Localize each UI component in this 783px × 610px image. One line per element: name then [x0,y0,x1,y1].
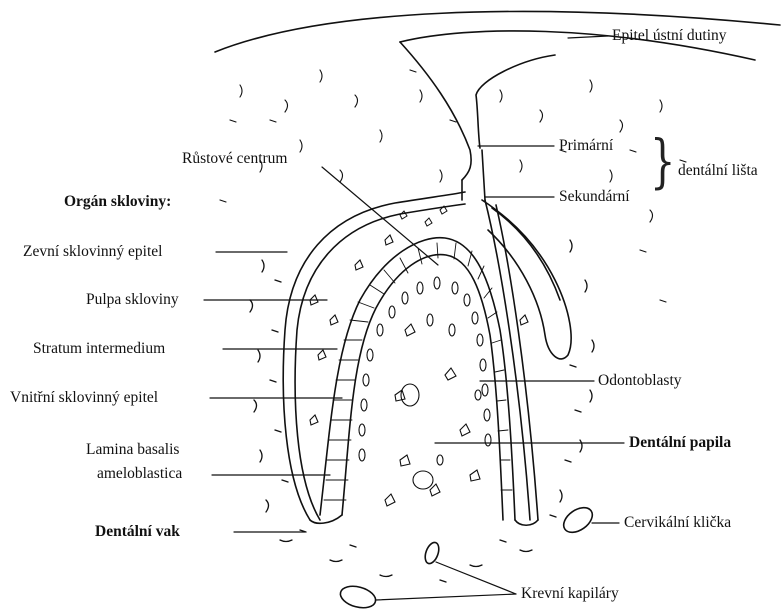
label-dental-papilla: Dentální papila [629,434,731,452]
secondary-lamina [482,200,571,359]
label-lamina-basalis-line2: ameloblastica [97,465,182,483]
label-oral-epithelium: Epitel ústní dutiny [612,27,727,45]
label-odontoblasts: Odontoblasty [598,372,682,390]
label-lamina-basalis-line1: Lamina basalis [86,441,179,459]
label-outer-enamel-epithelium: Zevní sklovinný epitel [23,243,162,261]
label-dental-sac: Dentální vak [95,523,180,541]
dental-sac-texture [250,240,594,582]
ameloblast-cells [324,243,512,500]
leader-lines [204,36,624,600]
mesenchyme-texture [220,70,686,302]
growth-centre-cells [400,206,447,226]
label-primary: Primární [559,137,613,155]
dental-lamina [400,42,555,200]
label-enamel-pulp: Pulpa skloviny [86,291,179,309]
label-stratum-intermedium: Stratum intermedium [33,340,165,358]
label-secondary: Sekundární [559,188,630,206]
label-dental-lamina: dentální lišta [678,162,758,180]
brace-dental-lamina: } [650,133,675,191]
odontoblast-cells [359,277,491,461]
label-blood-capillaries: Krevní kapiláry [521,585,619,603]
label-inner-enamel-epithelium: Vnitřní sklovinný epitel [10,389,158,407]
papilla-cells [385,324,481,506]
label-growth-centre: Růstové centrum [182,150,287,168]
label-enamel-organ: Orgán skloviny: [64,193,171,211]
label-cervical-loop: Cervikální klička [624,514,731,532]
